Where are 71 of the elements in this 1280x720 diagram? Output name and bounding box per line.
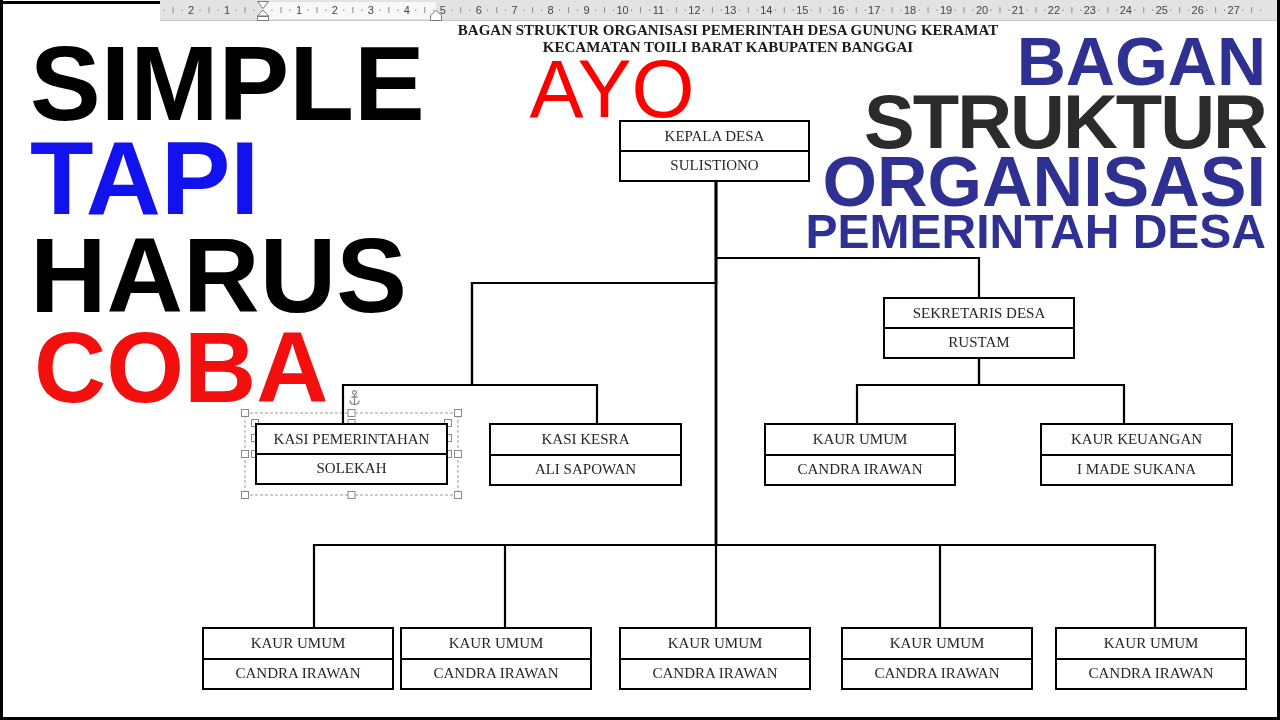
ruler-number: 26 [1191, 4, 1204, 16]
headline-text: HARUS [30, 233, 407, 317]
person-name: CANDRA IRAWAN [797, 460, 923, 478]
ruler-number: 25 [1155, 4, 1168, 16]
org-box [1040, 423, 1233, 486]
ruler-number: 22 [1047, 4, 1060, 16]
ruler-number: 17 [868, 4, 881, 16]
org-box [619, 120, 810, 182]
ruler-number: 13 [724, 4, 737, 16]
diagram-title: BAGAN STRUKTUR ORGANISASI PEMERINTAH DESA GUNUNG KERAMAT KECAMATAN TOILI BARAT KABUPATEN BANGGAI [456, 22, 1000, 56]
ruler-number: 10 [616, 4, 629, 16]
position-title: KASI KESRA [541, 431, 630, 449]
ruler-number: 5 [439, 4, 446, 16]
ruler-number: 1 [295, 4, 302, 16]
person-name: RUSTAM [948, 334, 1010, 351]
position-title: KAUR KEUANGAN [1070, 431, 1203, 449]
org-box [202, 627, 394, 690]
person-name: CANDRA IRAWAN [1088, 664, 1214, 682]
ruler-number: 7 [511, 4, 518, 16]
person-name: CANDRA IRAWAN [235, 664, 361, 682]
ruler-number: 2 [188, 4, 195, 16]
ruler-number: 21 [1011, 4, 1025, 16]
position-title: KAUR UMUM [448, 635, 544, 653]
ruler-number: 2 [331, 4, 338, 16]
person-name: ALI SAPOWAN [534, 460, 637, 478]
org-box [489, 423, 682, 486]
ruler-number: 18 [903, 4, 917, 16]
ruler-number: 24 [1119, 4, 1132, 16]
ruler-number: 16 [832, 4, 845, 16]
connector-line [977, 359, 1126, 423]
position-title: KAUR UMUM [667, 635, 763, 653]
ruler-number: 3 [367, 4, 374, 16]
ruler-number: 12 [688, 4, 701, 16]
ruler-number: 19 [939, 4, 953, 16]
headline-text: COBA [34, 328, 329, 406]
org-box [883, 297, 1075, 359]
person-name: CANDRA IRAWAN [874, 664, 1000, 682]
ruler-number: 20 [975, 4, 989, 16]
position-title: KAUR UMUM [250, 635, 346, 653]
position-title: KAUR UMUM [889, 635, 985, 653]
position-title: KAUR UMUM [1103, 635, 1199, 653]
org-box [400, 627, 592, 690]
ruler-number: 4 [403, 4, 410, 16]
ruler-number: 14 [760, 4, 773, 16]
position-title: KEPALA DESA [664, 128, 765, 145]
org-box [619, 627, 811, 690]
headline-text: PEMERINTAH DESA [805, 213, 1266, 251]
ruler-number: 6 [475, 4, 482, 16]
person-name: I MADE SUKANA [1076, 460, 1197, 478]
org-box [1055, 627, 1247, 690]
headline-text: AYO [529, 58, 695, 122]
headline-text: ORGANISASI [822, 154, 1266, 210]
ruler-number: 1 [224, 4, 231, 16]
headline-text: TAPI [30, 137, 260, 219]
org-box [764, 423, 956, 486]
connector-line [714, 182, 1157, 627]
ruler-number: 27 [1227, 4, 1240, 16]
ruler-number: 11 [652, 4, 665, 16]
headline-text: SIMPLE [30, 41, 425, 125]
person-name: SULISTIONO [670, 157, 759, 174]
ruler-number: 8 [547, 4, 554, 16]
headline-text: STRUKTUR [864, 92, 1266, 152]
ruler-number: 15 [796, 4, 809, 16]
headline-text: BAGAN [1016, 34, 1266, 88]
ruler-number: 23 [1083, 4, 1096, 16]
person-name: CANDRA IRAWAN [433, 664, 559, 682]
ruler-number: 9 [583, 4, 590, 16]
position-title: SEKRETARIS DESA [912, 305, 1046, 322]
org-box [841, 627, 1033, 690]
person-name: CANDRA IRAWAN [652, 664, 778, 682]
position-title: KAUR UMUM [812, 431, 908, 449]
